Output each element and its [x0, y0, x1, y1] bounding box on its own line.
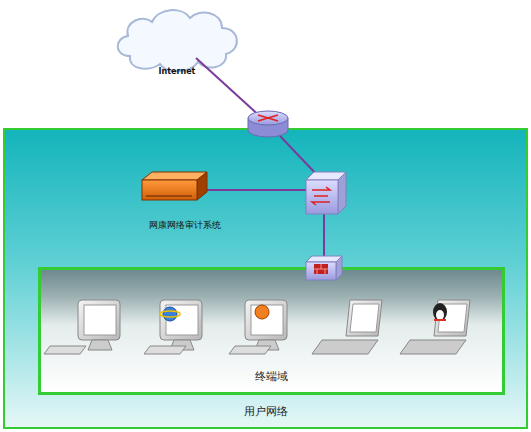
firewall-symbol: [306, 256, 342, 280]
laptop-computer: [400, 300, 470, 354]
desktop-computer: [144, 300, 202, 354]
audit-device-node: 网康网络审计系统: [130, 172, 240, 234]
router-symbol: [248, 111, 288, 137]
desktop-computer: [44, 300, 120, 354]
node-label: Internet: [110, 67, 244, 76]
terminal-region: 终端域: [38, 267, 505, 395]
audit-device-symbol: [142, 172, 207, 200]
wire: [196, 58, 324, 256]
laptop-computer: [312, 300, 382, 354]
network-region: 用户网络 网康网络审计系统终端域: [3, 128, 528, 429]
cloud-node: Internet: [110, 4, 244, 80]
node-label: 终端域: [41, 369, 502, 384]
node-label: 网康网络审计系统: [130, 219, 240, 232]
node-label: 用户网络: [5, 404, 526, 419]
switch-symbol: [306, 172, 346, 214]
desktop-computer: [229, 300, 287, 354]
